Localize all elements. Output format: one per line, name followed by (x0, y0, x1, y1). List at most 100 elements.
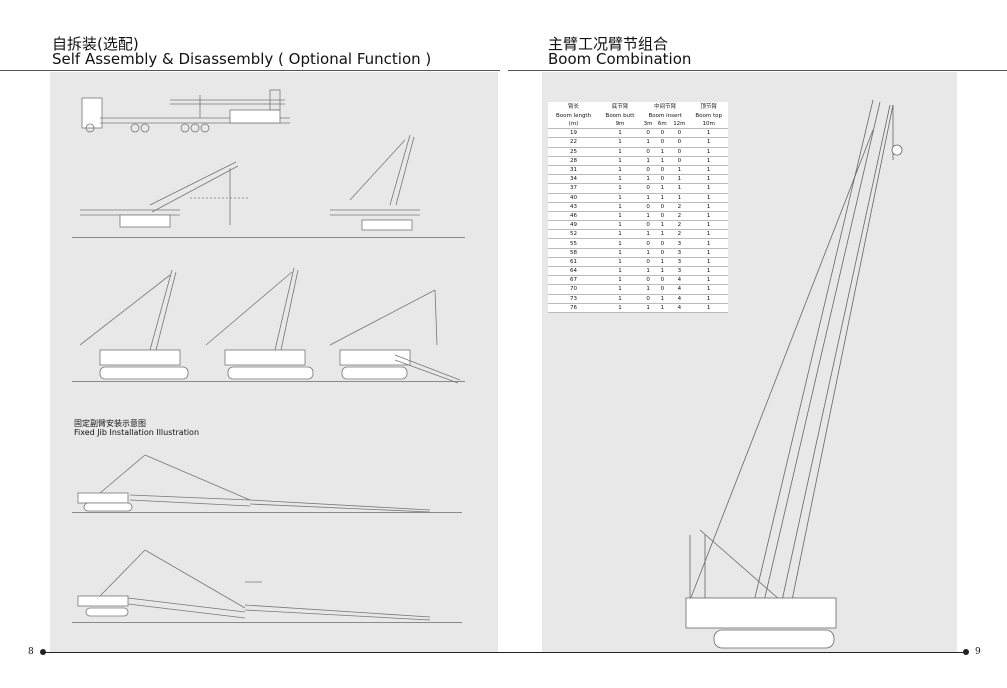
transport-truck-illustration (81, 89, 290, 133)
table-cell: 1 (599, 211, 641, 222)
table-cell: 0 (669, 147, 690, 157)
jib-installation-step2 (77, 549, 431, 621)
table-cell: 49 (548, 220, 600, 231)
table-cell: 1 (599, 238, 641, 249)
right-header-rule (508, 70, 1007, 71)
table-cell: 1 (689, 211, 728, 222)
header-length-en: Boom length (555, 112, 592, 119)
table-cell: 1 (689, 266, 728, 277)
jib-caption-en: Fixed Jib Installation Illustration (74, 428, 200, 437)
table-cell: 1 (655, 147, 670, 157)
table-cell: 0 (640, 238, 656, 249)
table-cell: 73 (548, 294, 600, 304)
table-cell: 1 (599, 137, 641, 148)
jib-caption-cn: 固定副臂安装示意图 (74, 419, 146, 428)
page-number-left: 8 (28, 647, 34, 657)
left-title-en: Self Assembly & Disassembly ( Optional F… (52, 50, 432, 68)
table-cell: 0 (640, 165, 656, 176)
table-cell: 4 (669, 303, 690, 313)
table-cell: 40 (548, 193, 600, 203)
table-cell: 0 (655, 275, 670, 286)
table-cell: 0 (640, 220, 656, 231)
page-number-right: 9 (975, 647, 981, 657)
header-insert-en: Boom insert (648, 112, 682, 119)
table-cell: 1 (599, 174, 641, 185)
table-cell: 3 (669, 238, 690, 249)
table-cell: 1 (599, 284, 641, 295)
sub-3m: 3m (640, 120, 656, 130)
header-unit: (m) (548, 120, 600, 130)
table-cell: 46 (548, 211, 600, 222)
table-cell: 1 (655, 193, 670, 203)
table-cell: 19 (548, 128, 600, 139)
table-cell: 1 (599, 156, 641, 166)
table-cell: 0 (640, 275, 656, 286)
table-cell: 2 (669, 202, 690, 212)
table-cell: 1 (689, 229, 728, 240)
table-cell: 1 (655, 303, 670, 313)
crane-self-assembly-step5 (329, 289, 461, 384)
table-cell: 1 (689, 294, 728, 304)
table-cell: 1 (689, 137, 728, 148)
table-cell: 1 (599, 128, 641, 139)
table-cell: 0 (655, 165, 670, 176)
ground-line-jib2 (72, 622, 462, 623)
table-cell: 1 (599, 303, 641, 313)
table-cell: 0 (669, 137, 690, 148)
table-cell: 1 (640, 266, 656, 277)
table-cell: 0 (655, 211, 670, 222)
jib-installation-step1 (77, 454, 431, 513)
table-cell: 1 (599, 257, 641, 268)
crane-self-assembly-step3 (79, 269, 189, 380)
table-cell: 4 (669, 275, 690, 286)
table-cell: 1 (669, 165, 690, 176)
table-cell: 1 (689, 165, 728, 176)
left-title-cn: 自拆装(选配) (52, 35, 139, 53)
boom-combination-table: 臂长 底节臂 中间节臂 顶节臂 Boom length Boom butt Bo… (548, 102, 728, 313)
left-header-rule (0, 70, 500, 71)
table-cell: 1 (689, 257, 728, 268)
crane-self-assembly-step4 (205, 267, 314, 380)
header-top-en: Boom top (695, 112, 722, 119)
table-cell: 1 (640, 229, 656, 240)
sub-top: 10m (689, 120, 728, 130)
table-cell: 52 (548, 229, 600, 240)
table-cell: 0 (655, 128, 670, 139)
table-cell: 3 (669, 257, 690, 268)
table-cell: 1 (599, 147, 641, 157)
table-cell: 1 (689, 147, 728, 157)
table-cell: 0 (655, 284, 670, 295)
table-cell: 1 (599, 275, 641, 286)
header-butt-en: Boom butt (605, 112, 635, 119)
table-cell: 22 (548, 137, 600, 148)
table-cell: 1 (599, 193, 641, 203)
table-cell: 1 (599, 266, 641, 277)
table-cell: 43 (548, 202, 600, 212)
crane-self-assembly-step1 (80, 161, 250, 228)
table-cell: 1 (640, 156, 656, 166)
footer-dot-right (963, 649, 969, 655)
sub-6m: 6m (655, 120, 670, 130)
table-cell: 2 (669, 211, 690, 222)
table-cell: 0 (640, 183, 656, 194)
table-cell: 1 (655, 183, 670, 194)
table-cell: 1 (689, 220, 728, 231)
table-cell: 70 (548, 284, 600, 295)
table-cell: 1 (655, 220, 670, 231)
table-cell: 34 (548, 174, 600, 185)
table-cell: 1 (599, 165, 641, 176)
table-cell: 0 (655, 238, 670, 249)
header-insert-cn: 中间节臂 (654, 103, 677, 110)
table-cell: 0 (640, 257, 656, 268)
table-cell: 3 (669, 248, 690, 258)
